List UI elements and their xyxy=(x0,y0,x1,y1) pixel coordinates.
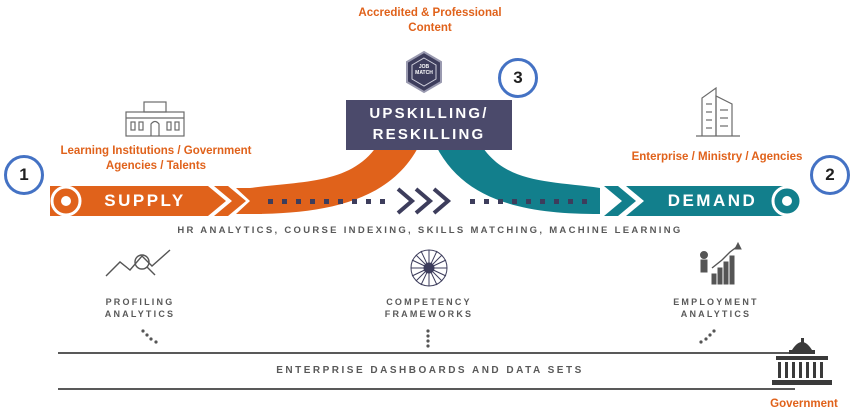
supply-arrow-tail xyxy=(236,188,262,214)
job-match-line1: JOB xyxy=(418,64,430,70)
dotted-connectors xyxy=(141,329,716,348)
profiling-line2: ANALYTICS xyxy=(104,309,176,319)
upskilling-line1: UPSKILLING/ xyxy=(369,105,489,122)
middle-chevrons xyxy=(396,187,452,215)
upskilling-line2: RESKILLING xyxy=(372,126,486,143)
job-match-line2: MATCH xyxy=(415,70,433,76)
marker-3: 3 xyxy=(498,58,538,98)
supply-source-line1: Learning Institutions / Government xyxy=(60,145,252,157)
demand-chevron-1 xyxy=(604,186,636,216)
profiling-line1: PROFILING xyxy=(105,297,175,307)
demand-source-label: Enterprise / Ministry / Agencies xyxy=(631,151,803,163)
government-capitol-icon xyxy=(772,338,832,385)
supply-source-line2: Agencies / Talents xyxy=(105,160,207,172)
demand-label: DEMAND xyxy=(667,191,758,210)
accredited-content-label: Accredited & Professional Content xyxy=(330,6,530,36)
job-match-badge-icon xyxy=(406,50,442,94)
job-match-badge-text: JOB MATCH xyxy=(408,64,440,76)
employment-analytics-label: EMPLOYMENT ANALYTICS xyxy=(656,296,776,320)
supply-chevron-1 xyxy=(214,186,246,216)
upskilling-supply-curve xyxy=(250,132,425,214)
employment-growth-icon xyxy=(700,241,742,285)
middle-dash-line xyxy=(268,199,587,204)
supply-label: SUPPLY xyxy=(104,191,186,210)
supply-arrow xyxy=(50,186,226,216)
marker-2: 2 xyxy=(810,155,850,195)
upskilling-box xyxy=(346,100,512,150)
supply-source-label: Learning Institutions / Government Agenc… xyxy=(50,144,262,174)
competency-frameworks-label: COMPETENCY FRAMEWORKS xyxy=(364,296,494,320)
government-label: Government xyxy=(770,398,838,410)
employment-line2: ANALYTICS xyxy=(680,309,752,319)
competency-line2: FRAMEWORKS xyxy=(384,309,474,319)
demand-arrow xyxy=(626,186,790,216)
profiling-analytics-label: PROFILING ANALYTICS xyxy=(80,296,200,320)
competency-wheel-spokes xyxy=(411,250,447,286)
office-towers-icon xyxy=(696,86,740,137)
profiling-chart-icon xyxy=(105,249,171,277)
upskilling-label: UPSKILLING/ RESKILLING xyxy=(346,103,512,145)
dashboards-label: ENTERPRISE DASHBOARDS AND DATA SETS xyxy=(276,365,584,376)
accredited-content-line2: Content xyxy=(408,22,452,34)
analytics-banner: HR ANALYTICS, COURSE INDEXING, SKILLS MA… xyxy=(177,225,683,236)
competency-line1: COMPETENCY xyxy=(386,297,472,307)
marker-1: 1 xyxy=(4,155,44,195)
upskilling-demand-curve xyxy=(430,132,600,214)
accredited-content-line1: Accredited & Professional xyxy=(358,7,502,19)
employment-line1: EMPLOYMENT xyxy=(673,297,759,307)
school-building-icon xyxy=(125,101,185,137)
